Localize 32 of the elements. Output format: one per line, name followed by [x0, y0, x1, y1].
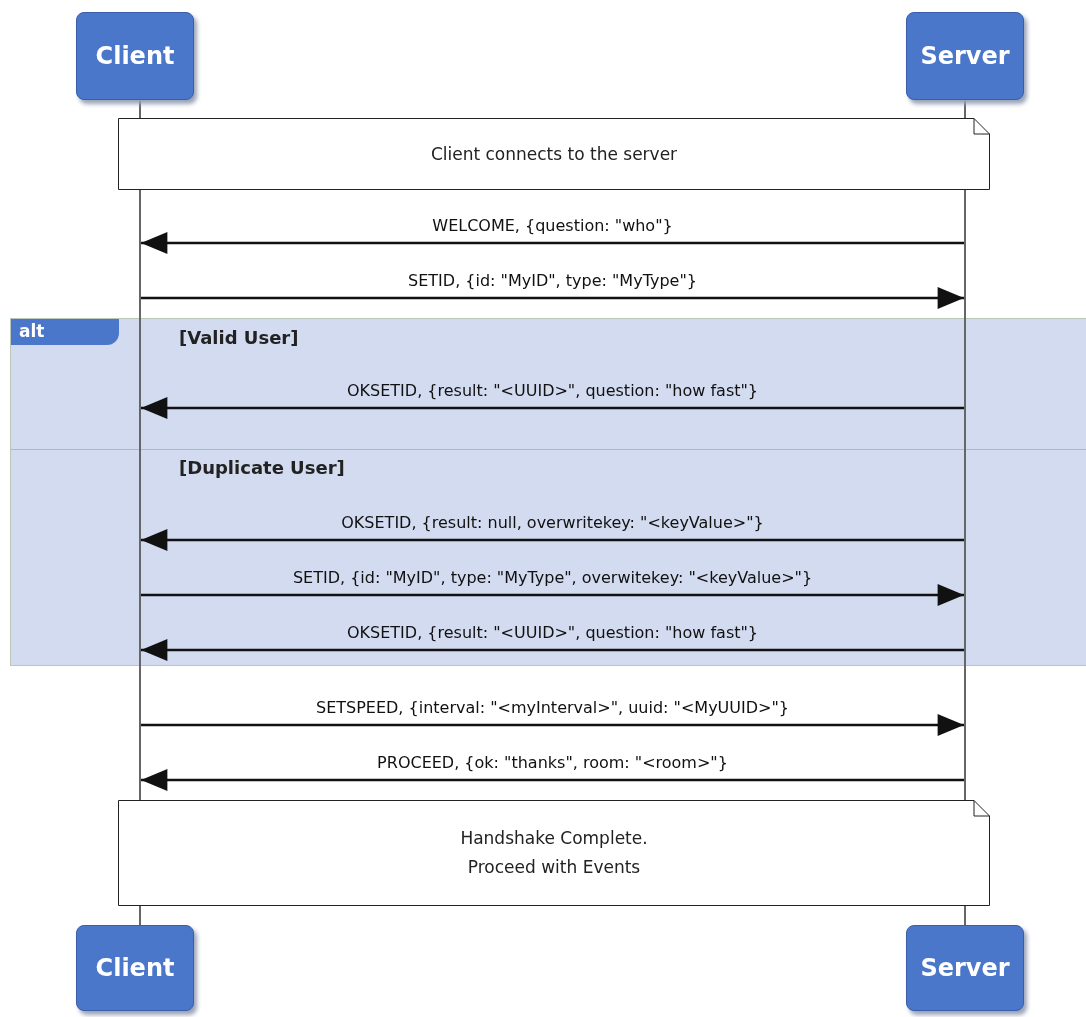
- message-label: OKSETID, {result: "<UUID>", question: "how fast"}: [346, 381, 759, 400]
- participant-box: [76, 12, 194, 100]
- message-label: SETSPEED, {interval: "<myInterval>", uuid: "<MyUUID>"}: [316, 698, 789, 717]
- message-arrow: [141, 232, 964, 254]
- lifeline: [964, 318, 966, 666]
- alt-fragment: [10, 318, 1086, 666]
- message-label: SETID, {id: "MyID", type: "MyType"}: [408, 271, 697, 290]
- participant-box: [906, 12, 1024, 100]
- message-arrow: [141, 287, 964, 309]
- participant-box: [906, 925, 1024, 1011]
- participant-name: Client: [95, 954, 175, 982]
- message-arrow: [141, 584, 964, 606]
- message-arrow: [141, 639, 964, 661]
- guard-condition: [Duplicate User]: [179, 457, 345, 478]
- participant-name: Server: [920, 954, 1010, 982]
- message-label: PROCEED, {ok: "thanks", room: "<room>"}: [377, 753, 728, 772]
- guard-condition: [Valid User]: [179, 327, 299, 348]
- note-text: Client connects to the server: [429, 142, 679, 166]
- participant-name: Server: [920, 42, 1010, 70]
- message-label: WELCOME, {question: "who"}: [432, 216, 673, 235]
- message-arrow: [141, 769, 964, 791]
- participant-box: [76, 925, 194, 1011]
- message-arrow: [141, 529, 964, 551]
- fragment-tag: alt: [11, 319, 119, 345]
- message-label: OKSETID, {result: "<UUID>", question: "how fast"}: [346, 623, 759, 642]
- participant-name: Client: [95, 42, 175, 70]
- lifeline: [139, 318, 141, 666]
- message-arrow: [141, 714, 964, 736]
- message-label: SETID, {id: "MyID", type: "MyType", overwitekey: "<keyValue>"}: [292, 568, 813, 587]
- message-arrow: [141, 397, 964, 419]
- note-text: Handshake Complete. Proceed with Events: [459, 827, 649, 879]
- message-label: OKSETID, {result: null, overwritekey: "<keyValue>"}: [341, 513, 764, 532]
